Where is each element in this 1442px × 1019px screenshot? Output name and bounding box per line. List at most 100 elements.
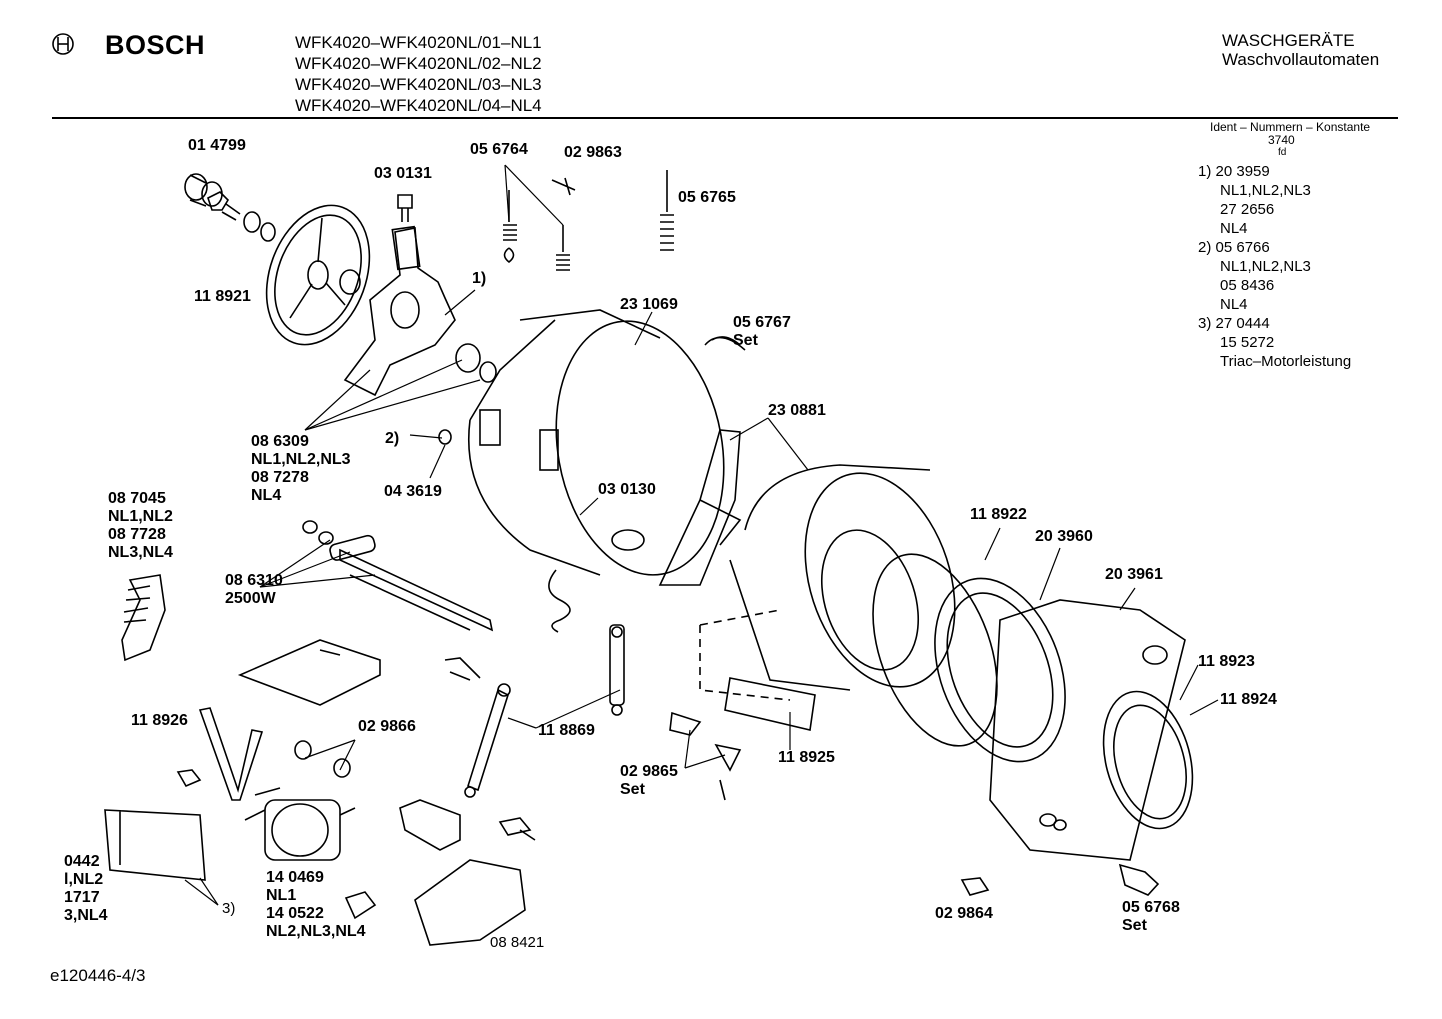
part-label: 0442 l,NL2 1717 3,NL4 xyxy=(64,853,108,925)
part-label: 08 7045 NL1,NL2 08 7728 NL3,NL4 xyxy=(108,490,173,562)
screw-bottom xyxy=(498,817,536,841)
part-label: 03 0130 xyxy=(598,481,656,498)
drum-cross xyxy=(343,225,456,397)
screw-top xyxy=(397,194,413,222)
note-line: NL4 xyxy=(1220,296,1248,313)
dashed-outline xyxy=(699,609,791,701)
part-label: 11 8922 xyxy=(970,506,1027,523)
bushing-02-2 xyxy=(333,758,351,778)
screw-02-9865 xyxy=(669,711,702,736)
brand-name: BOSCH xyxy=(105,30,206,60)
note-line: 05 8436 xyxy=(1220,277,1275,294)
part-label: 08 8421 xyxy=(490,934,545,951)
part-number: 05 6767 xyxy=(733,314,791,331)
part-label: 01 4799 xyxy=(188,137,246,154)
screw-05-6768 xyxy=(1118,863,1160,896)
part-label: 04 3619 xyxy=(384,483,442,500)
part-number: 08 6309 xyxy=(251,433,309,450)
note-line: Triac–Motorleistung xyxy=(1220,353,1352,370)
category-title: WASCHGERÄTE xyxy=(1222,31,1355,50)
model-list: WFK4020–WFK4020NL/01–NL1 WFK4020–WFK4020… xyxy=(295,32,542,116)
control-board xyxy=(104,809,206,881)
bottom-spring xyxy=(548,569,571,633)
note-marker: 1) xyxy=(472,270,487,287)
part-label: 02 9863 xyxy=(564,144,622,161)
clamp-bracket xyxy=(704,336,746,351)
part-label: 11 8926 xyxy=(131,712,188,729)
cover-plate xyxy=(237,639,381,706)
part-label: 20 3960 xyxy=(1035,528,1093,545)
tub-front xyxy=(989,599,1186,861)
wiring-connector xyxy=(121,574,166,662)
note-line: NL4 xyxy=(1220,220,1248,237)
motor xyxy=(244,787,356,861)
note-marker: 3) xyxy=(222,900,236,917)
part-label: 02 9866 xyxy=(358,718,416,735)
part-label: 05 6764 xyxy=(470,141,528,158)
part-variant: NL2,NL3,NL4 xyxy=(266,923,366,940)
part-number: 08 7045 xyxy=(108,490,166,507)
part-label: 23 1069 xyxy=(620,296,678,313)
part-label: 08 6309 NL1,NL2,NL3 08 7278 NL4 xyxy=(251,433,351,505)
part-variant: 2500W xyxy=(225,590,276,607)
part-number: 14 0522 xyxy=(266,905,324,922)
part-label: 11 8925 xyxy=(778,749,835,766)
bushing-02-1 xyxy=(294,740,312,760)
part-label: 02 9865 Set xyxy=(620,763,678,799)
seal-ring xyxy=(438,429,452,445)
category-block: WASCHGERÄTE Waschvollautomaten xyxy=(1222,31,1379,69)
baffle xyxy=(724,677,816,731)
part-variant: l,NL2 xyxy=(64,871,104,888)
tub-rear xyxy=(468,309,725,576)
drum-spider xyxy=(658,429,742,586)
note-line: 1) 20 3959 xyxy=(1198,163,1270,180)
note-line: 2) 05 6766 xyxy=(1198,239,1270,256)
shock-absorber-2 xyxy=(464,683,511,798)
part-label: 03 0131 xyxy=(374,165,432,182)
note-line: 3) 27 0444 xyxy=(1198,315,1270,332)
ident-notes: 1) 20 3959 NL1,NL2,NL3 27 2656 NL4 2) 05… xyxy=(1198,162,1351,371)
ident-title: Ident – Nummern – Konstante xyxy=(1210,120,1371,134)
part-variant: NL1,NL2 xyxy=(108,508,173,525)
drum xyxy=(729,464,956,691)
ident-sub: fd xyxy=(1278,147,1287,158)
ring-118922 xyxy=(872,553,998,747)
part-label: 05 6765 xyxy=(678,189,736,206)
part-label: 23 0881 xyxy=(768,402,826,419)
part-number: 08 6310 xyxy=(225,572,283,589)
part-number: 08 7728 xyxy=(108,526,166,543)
clamp-02-9864 xyxy=(960,877,990,896)
damper-clip xyxy=(551,177,576,196)
door-seal xyxy=(1102,690,1194,830)
drive-belt xyxy=(198,707,264,801)
part-label: 05 6767 Set xyxy=(733,314,791,350)
spring-right xyxy=(660,170,674,251)
part-number: 08 7278 xyxy=(251,469,309,486)
bosch-logo-icon xyxy=(52,33,74,55)
part-label: 02 9864 xyxy=(935,905,993,922)
note-line: 15 5272 xyxy=(1220,334,1275,351)
model-line-3: WFK4020–WFK4020NL/03–NL3 xyxy=(295,75,542,94)
clip xyxy=(344,891,377,920)
bearing-inner xyxy=(479,361,497,383)
part-label: 11 8923 xyxy=(1198,653,1255,670)
model-line-2: WFK4020–WFK4020NL/02–NL2 xyxy=(295,54,542,73)
part-variant: NL4 xyxy=(251,487,282,504)
bushing xyxy=(184,173,223,207)
pump xyxy=(414,859,526,946)
ident-code: 3740 xyxy=(1268,133,1295,147)
part-number: 02 9865 xyxy=(620,763,678,780)
shock-absorber-1 xyxy=(609,624,625,716)
part-suffix: Set xyxy=(620,781,645,798)
part-label: 14 0469 NL1 14 0522 NL2,NL3,NL4 xyxy=(266,869,366,941)
note-marker: 2) xyxy=(385,430,400,447)
document-code: e120446-4/3 xyxy=(50,966,146,985)
part-suffix: Set xyxy=(1122,917,1147,934)
part-variant: NL1 xyxy=(266,887,297,904)
pulley-wheel xyxy=(265,204,371,346)
part-number: 1717 xyxy=(64,889,100,906)
bearing-outer xyxy=(455,343,481,373)
note-line: NL1,NL2,NL3 xyxy=(1220,258,1311,275)
pulley-bolt xyxy=(207,191,276,242)
motor-bracket xyxy=(399,799,461,851)
